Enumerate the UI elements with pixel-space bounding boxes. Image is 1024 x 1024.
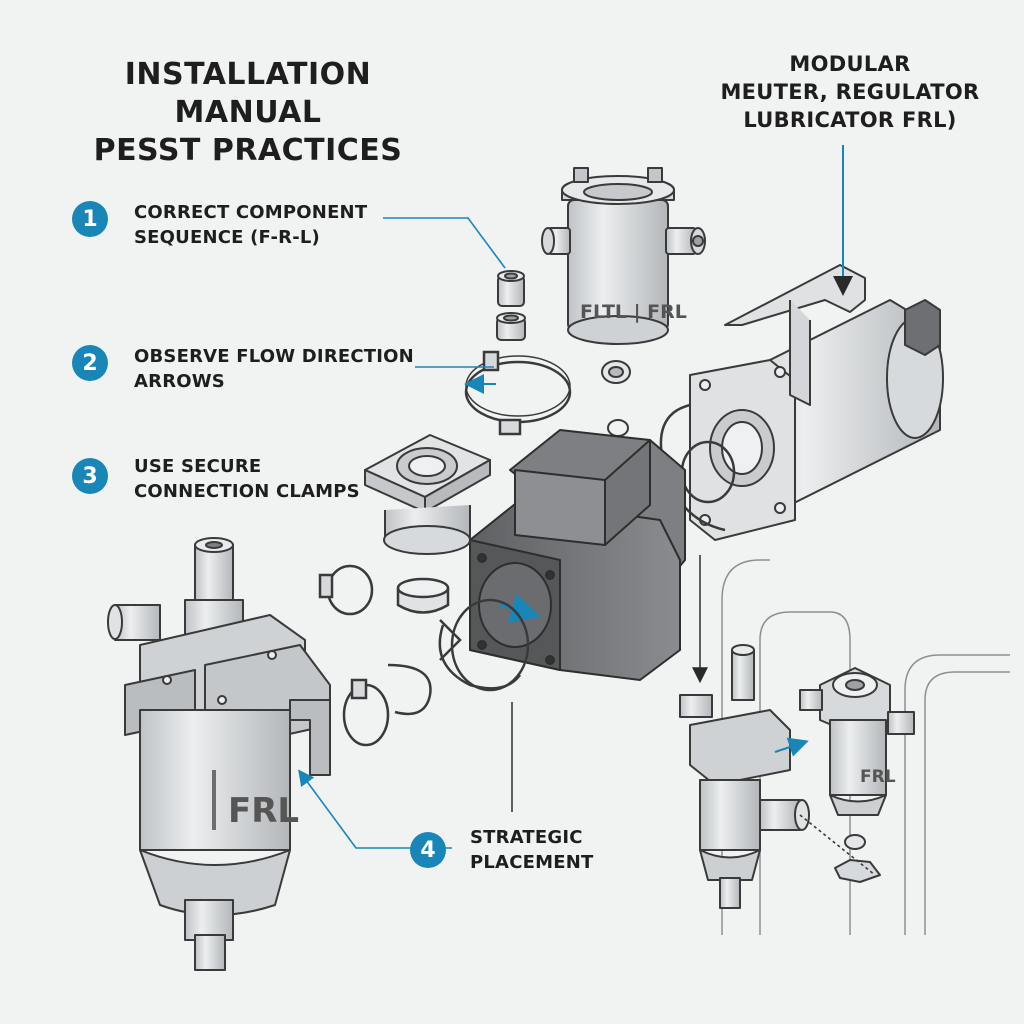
step-1-text: CORRECT COMPONENT SEQUENCE (F-R-L) — [134, 200, 367, 250]
step-3-badge: 3 — [72, 458, 108, 494]
top-unit-marking: FLTL | FRL — [580, 301, 687, 323]
flow-arrow-mini — [774, 737, 809, 757]
mini-frl-right — [799, 667, 915, 883]
loose-clamps — [318, 564, 530, 747]
o-rings — [601, 360, 631, 437]
background-pipes — [721, 559, 1010, 935]
title-line-1: INSTALLATION MANUAL — [124, 57, 372, 130]
step-3-line-1: USE SECURE — [134, 456, 262, 477]
main-frl-unit — [107, 537, 331, 971]
step-1-badge: 1 — [72, 201, 108, 237]
mini-frl-left — [679, 644, 810, 909]
manual-title: INSTALLATION MANUAL PESST PRACTICES — [58, 56, 438, 170]
product-label-line-2: MEUTER, REGULATOR — [720, 80, 980, 104]
step-2-badge: 2 — [72, 345, 108, 381]
flange-adapter — [364, 434, 491, 555]
product-label: MODULAR MEUTER, REGULATOR LUBRICATOR FRL… — [700, 50, 1000, 134]
mini-unit-marking: FRL — [860, 767, 896, 787]
step-1-line-2: SEQUENCE (F-R-L) — [134, 227, 320, 248]
step-2-text: OBSERVE FLOW DIRECTION ARROWS — [134, 344, 414, 394]
step-4-badge: 4 — [410, 832, 446, 868]
regulator-cylinder — [689, 264, 944, 541]
step-4-line-2: PLACEMENT — [470, 852, 594, 873]
flow-arrow-main — [499, 593, 541, 623]
step-3-line-2: CONNECTION CLAMPS — [134, 481, 360, 502]
step-4-text: STRATEGIC PLACEMENT — [470, 825, 593, 875]
leader-step-1 — [383, 217, 506, 269]
product-label-line-1: MODULAR — [789, 52, 911, 76]
step-2-line-1: OBSERVE FLOW DIRECTION — [134, 346, 414, 367]
dashed-connector — [799, 814, 876, 876]
step-1-line-1: CORRECT COMPONENT — [134, 202, 368, 223]
step-3-text: USE SECURE CONNECTION CLAMPS — [134, 454, 360, 504]
step-2-line-2: ARROWS — [134, 371, 225, 392]
main-unit-divider — [212, 770, 216, 830]
title-line-2: PESST PRACTICES — [93, 133, 403, 168]
central-lubricator-block — [469, 429, 686, 681]
top-filter-unit — [541, 167, 706, 345]
small-fittings — [496, 270, 526, 341]
main-unit-marking: FRL — [228, 791, 299, 831]
step-4-line-1: STRATEGIC — [470, 827, 583, 848]
product-label-line-3: LUBRICATOR FRL) — [743, 108, 957, 132]
clamp-ring-upper — [464, 350, 572, 436]
